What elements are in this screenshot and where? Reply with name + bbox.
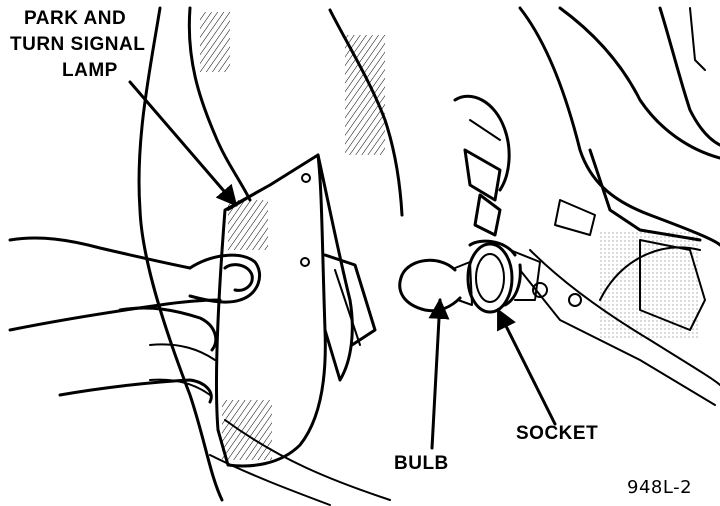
bulb-label: BULB (394, 453, 449, 474)
bulb (398, 258, 473, 313)
body-structure (518, 6, 720, 406)
figure-id: 948L-2 (627, 477, 693, 498)
socket-label: SOCKET (516, 423, 599, 444)
leader-arrows (128, 80, 557, 450)
lamp-housing (214, 153, 377, 468)
lamp-leader-arrow (128, 80, 238, 207)
hand (8, 236, 261, 404)
socket (466, 239, 541, 314)
lamp-label-line-1: PARK AND (24, 8, 127, 29)
lamp-label-line-2: TURN SIGNAL (10, 34, 146, 55)
bulb-leader-arrow (428, 297, 450, 450)
lamp-label-line-3: LAMP (62, 60, 118, 81)
mounting-bracket (453, 94, 511, 237)
fender-panel (137, 6, 404, 506)
socket-leader-arrow (496, 308, 557, 426)
